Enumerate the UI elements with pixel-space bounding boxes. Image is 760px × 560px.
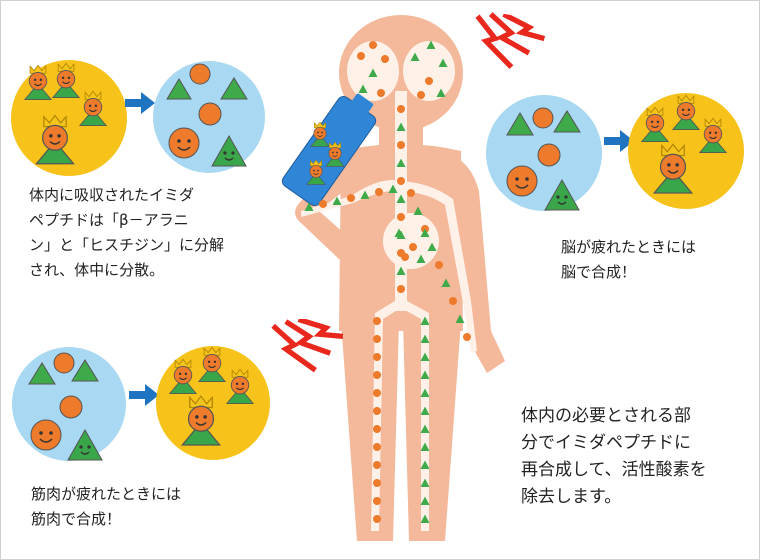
beta-alanine-particle	[373, 317, 381, 325]
histidine-particle	[388, 184, 398, 193]
beta-alanine-particle	[417, 91, 425, 99]
histidine-particle	[420, 352, 430, 361]
histidine-particle	[420, 370, 430, 379]
brain-before-circle	[486, 95, 602, 211]
caption-muscle: 筋肉が疲れたときには 筋肉で合成！	[31, 482, 271, 532]
lightning-bolt-icon	[273, 319, 343, 370]
beta-alanine-particle	[397, 177, 405, 185]
beta-alanine-particle	[449, 297, 457, 305]
absorb-after-circle	[153, 61, 265, 173]
histidine-particle	[368, 68, 378, 77]
beta-alanine-particle	[357, 52, 365, 60]
histidine-particle	[420, 496, 430, 505]
histidine-particle	[396, 122, 406, 131]
histidine-particle	[360, 190, 370, 199]
brain-after-circle	[628, 93, 744, 209]
caption-line: 脳で合成！	[561, 263, 637, 281]
absorb-before-circle	[11, 60, 127, 176]
arrow-right-icon	[129, 384, 159, 406]
histidine-particle	[420, 478, 430, 487]
beta-alanine-particle	[401, 253, 409, 261]
beta-alanine-particle	[373, 497, 381, 505]
caption-resynthesis: 体内の必要とされる部 分でイミダペプチドに 再合成して、活性酸素を 除去します。	[521, 403, 759, 511]
caption-line: 筋肉が疲れたときには	[31, 485, 182, 503]
beta-alanine-particle	[373, 335, 381, 343]
histidine-particle	[394, 228, 404, 237]
beta-alanine-particle	[373, 443, 381, 451]
histidine-particle	[420, 406, 430, 415]
histidine-particle	[420, 442, 430, 451]
histidine-particle	[420, 514, 430, 523]
caption-brain: 脳が疲れたときには 脳で合成！	[561, 235, 751, 285]
histidine-particle	[416, 254, 426, 263]
beta-alanine-particle	[319, 200, 327, 208]
beta-alanine-particle	[397, 285, 405, 293]
histidine-particle	[455, 314, 465, 323]
muscle-before-circle	[12, 347, 126, 461]
beta-alanine-particle	[381, 55, 389, 63]
beta-alanine-particle	[369, 41, 377, 49]
caption-line: ペプチドは「β－アラニ	[29, 211, 189, 229]
human-body-figure	[281, 15, 505, 541]
caption-line: 再合成して、活性酸素を	[521, 460, 707, 480]
beta-alanine-particle	[373, 479, 381, 487]
beta-alanine-particle	[375, 188, 383, 196]
caption-line: され、体中に分散。	[29, 261, 165, 279]
histidine-particle	[436, 88, 446, 97]
beta-alanine-particle	[373, 407, 381, 415]
caption-line: 体内に吸収されたイミダ	[29, 186, 195, 204]
beta-alanine-particle	[373, 371, 381, 379]
beta-alanine-particle	[373, 425, 381, 433]
caption-line: 除去します。	[521, 487, 622, 507]
histidine-particle	[438, 58, 448, 67]
histidine-particle	[420, 460, 430, 469]
histidine-particle	[304, 202, 314, 211]
beta-alanine-particle	[397, 141, 405, 149]
beta-alanine-particle	[377, 89, 385, 97]
beta-alanine-particle	[373, 353, 381, 361]
lightning-bolt-icon	[470, 10, 548, 72]
arrow-right-icon	[125, 92, 155, 114]
histidine-particle	[420, 388, 430, 397]
histidine-particle	[332, 196, 342, 205]
beta-alanine-particle	[409, 243, 417, 251]
beta-alanine-particle	[397, 213, 405, 221]
caption-line: ン」と「ヒスチジン」に分解	[29, 236, 225, 254]
beta-alanine-particle	[435, 261, 443, 269]
histidine-particle	[441, 278, 451, 287]
body-particles	[304, 40, 471, 523]
histidine-particle	[413, 206, 423, 215]
caption-line: 脳が疲れたときには	[561, 238, 697, 256]
histidine-particle	[396, 158, 406, 167]
beta-alanine-particle	[463, 333, 471, 341]
histidine-particle	[420, 334, 430, 343]
caption-line: 体内の必要とされる部	[521, 406, 691, 426]
beta-alanine-particle	[347, 194, 355, 202]
histidine-particle	[396, 194, 406, 203]
beta-alanine-particle	[373, 389, 381, 397]
beta-alanine-particle	[425, 77, 433, 85]
caption-line: 分でイミダペプチドに	[521, 433, 691, 453]
histidine-particle	[358, 84, 368, 93]
beta-alanine-particle	[373, 515, 381, 523]
beta-alanine-particle	[397, 105, 405, 113]
histidine-particle	[420, 228, 430, 237]
histidine-particle	[420, 424, 430, 433]
beta-alanine-particle	[373, 461, 381, 469]
beta-alanine-particle	[407, 189, 415, 197]
caption-line: 筋肉で合成！	[31, 510, 122, 528]
histidine-particle	[427, 242, 437, 251]
muscle-after-circle	[156, 346, 270, 460]
histidine-particle	[420, 316, 430, 325]
histidine-particle	[410, 52, 420, 61]
histidine-particle	[396, 266, 406, 275]
caption-absorption: 体内に吸収されたイミダ ペプチドは「β－アラニ ン」と「ヒスチジン」に分解 され…	[29, 183, 269, 283]
histidine-particle	[426, 40, 436, 49]
